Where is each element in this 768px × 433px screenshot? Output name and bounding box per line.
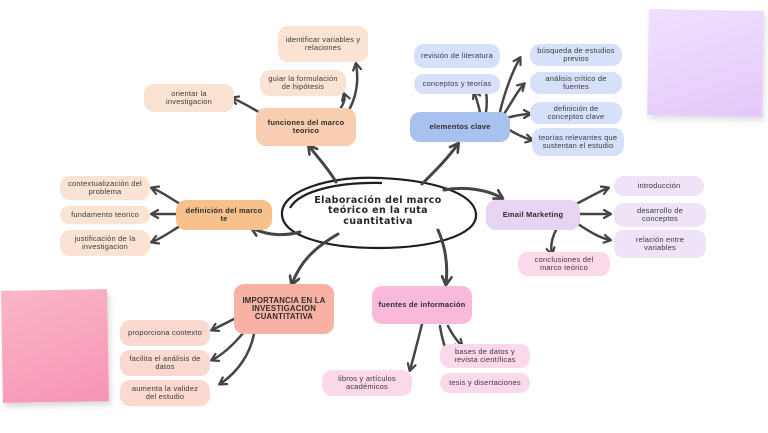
node-proporciona[interactable]: proporciona contexto [120,320,210,346]
link-center-importancia [292,232,340,284]
center-title-line-3: cuantitativa [343,215,413,227]
link-elementos-definicion [504,114,530,120]
node-bases[interactable]: bases de datos y revista científicas [440,344,530,368]
link-elementos-conceptos [474,92,480,114]
link-importancia-facilita [212,330,246,360]
node-facilita[interactable]: facilita el análisis de datos [120,350,210,376]
node-analisis[interactable]: análisis crítico de fuentes [530,72,622,94]
node-tesis[interactable]: tesis y disertaciones [440,373,530,393]
node-libros[interactable]: libros y artículos académicos [322,370,412,396]
link-center-elementos [420,144,458,186]
hub-definicion[interactable]: definición del marco te [176,200,272,230]
center-ellipse [280,176,478,250]
link-center-fuentes [436,228,447,284]
node-fundamento[interactable]: fundamento teorico [60,206,150,224]
node-revision[interactable]: revisión de literatura [414,44,500,68]
link-importancia-proporciona [212,316,238,330]
link-center-funciones [309,146,338,184]
link-email-relacion [576,222,610,240]
hub-fuentes[interactable]: fuentes de información [372,286,472,324]
node-relacion[interactable]: relación entre variables [614,230,706,258]
link-center-email [442,186,502,198]
node-identificar[interactable]: identificar variables y relaciones [278,26,368,62]
link-fuentes-libros [410,322,424,370]
node-guiar[interactable]: guiar la formulación de hipótesis [260,70,346,96]
link-email-conclusiones [551,228,558,254]
link-fuentes-bases [446,324,462,346]
link-elementos-busqueda [498,58,520,114]
node-conclusiones[interactable]: conclusiones del marco teórico [518,252,610,276]
node-conceptos-teorias[interactable]: conceptos y teorías [414,74,500,94]
link-importancia-aumenta [220,332,256,384]
link-definicion-contextualizacion [152,188,182,206]
center-title-line-2: teórico en la ruta [327,205,428,217]
hub-email-marketing[interactable]: Email Marketing [486,200,580,230]
hub-importancia[interactable]: IMPORTANCIA EN LA INVESTIGACION CUANTITA… [234,284,334,334]
link-elementos-analisis [502,84,524,116]
link-email-introduccion [574,188,608,206]
hub-funciones[interactable]: funciones del marco teorico [256,108,356,146]
node-contextualizacion[interactable]: contextualización del problema [60,176,150,200]
center-title-line-1: Elaboración del marco [314,195,442,206]
node-justificacion[interactable]: justificación de la investigacion [60,230,150,256]
node-busqueda[interactable]: búsqueda de estudios previos [530,44,622,66]
hub-elementos[interactable]: elementos clave [410,112,510,142]
link-definicion-justificacion [152,224,182,242]
node-orientar[interactable]: orientar la investigacion [144,84,234,112]
center-title: Elaboración del marco teórico en la ruta… [300,195,456,227]
node-teorias[interactable]: teorías relevantes que sustentan el estu… [532,128,624,156]
node-aumenta[interactable]: aumenta la validez del estudio [120,380,210,406]
node-desarrollo[interactable]: desarrollo de conceptos [614,203,706,227]
node-definicion-conceptos[interactable]: definición de conceptos clave [530,102,622,124]
node-introduccion[interactable]: introducción [614,176,704,196]
